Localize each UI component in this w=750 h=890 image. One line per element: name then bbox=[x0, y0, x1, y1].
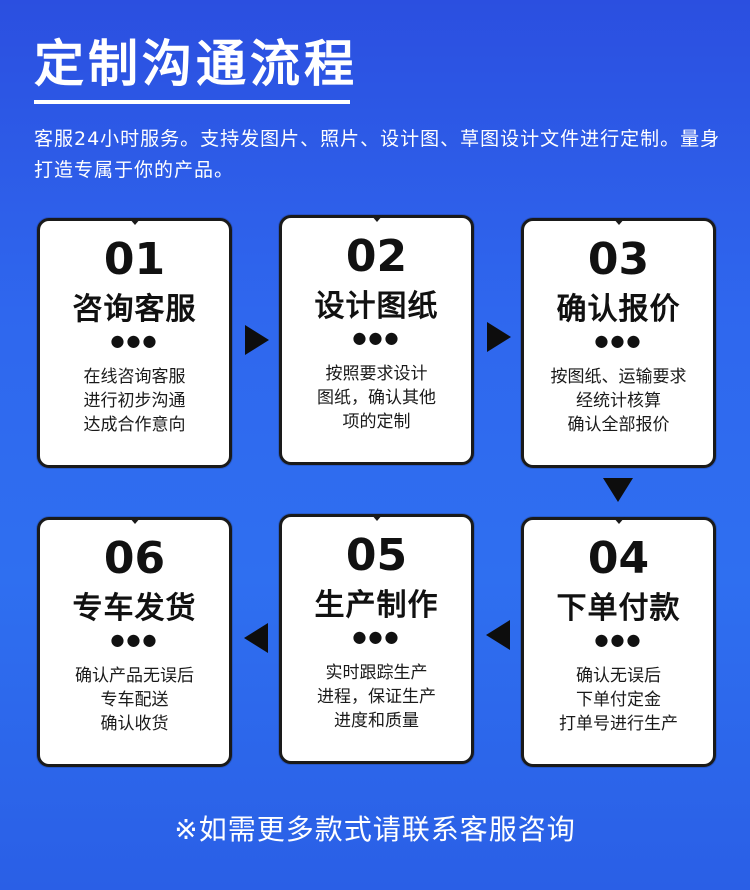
step-card-03: 03 确认报价 ●●● 按图纸、运输要求 经统计核算 确认全部报价 bbox=[521, 218, 716, 468]
notch-icon bbox=[612, 517, 625, 524]
arrow-left-icon bbox=[244, 623, 268, 653]
dots-icon: ●●● bbox=[594, 331, 643, 350]
step-number: 06 bbox=[103, 533, 166, 584]
step-title: 确认报价 bbox=[556, 292, 681, 327]
step-number: 05 bbox=[345, 530, 408, 581]
step-title: 下单付款 bbox=[556, 591, 681, 626]
arrow-right-icon bbox=[487, 322, 511, 352]
step-description: 在线咨询客服 进行初步沟通 达成合作意向 bbox=[83, 367, 186, 435]
dots-icon: ●●● bbox=[594, 630, 643, 649]
step-number: 02 bbox=[345, 231, 408, 282]
step-description: 确认无误后 下单付定金 打单号进行生产 bbox=[559, 666, 678, 734]
step-title: 设计图纸 bbox=[314, 289, 439, 324]
intro-text: 客服24小时服务。支持发图片、照片、设计图、草图设计文件进行定制。量身打造专属于… bbox=[34, 128, 721, 181]
step-description: 确认产品无误后 专车配送 确认收货 bbox=[75, 666, 194, 734]
step-card-06: 06 专车发货 ●●● 确认产品无误后 专车配送 确认收货 bbox=[37, 517, 232, 767]
notch-icon bbox=[370, 514, 383, 521]
dots-icon: ●●● bbox=[352, 328, 401, 347]
dots-icon: ●●● bbox=[110, 331, 159, 350]
dots-icon: ●●● bbox=[110, 630, 159, 649]
notch-icon bbox=[370, 215, 383, 222]
step-description: 按照要求设计 图纸，确认其他 项的定制 bbox=[317, 364, 436, 432]
arrow-right-icon bbox=[245, 325, 269, 355]
step-description: 实时跟踪生产 进程，保证生产 进度和质量 bbox=[317, 663, 436, 731]
dots-icon: ●●● bbox=[352, 627, 401, 646]
step-number: 01 bbox=[103, 234, 166, 285]
page-title: 定制沟通流程 bbox=[34, 35, 358, 93]
notch-icon bbox=[128, 517, 141, 524]
step-title: 生产制作 bbox=[314, 588, 439, 623]
step-card-04: 04 下单付款 ●●● 确认无误后 下单付定金 打单号进行生产 bbox=[521, 517, 716, 767]
footer-note: ※如需更多款式请联系客服咨询 bbox=[174, 813, 576, 846]
step-card-02: 02 设计图纸 ●●● 按照要求设计 图纸，确认其他 项的定制 bbox=[279, 215, 474, 465]
notch-icon bbox=[128, 218, 141, 225]
step-description: 按图纸、运输要求 经统计核算 确认全部报价 bbox=[550, 367, 687, 435]
notch-icon bbox=[612, 218, 625, 225]
step-title: 咨询客服 bbox=[72, 292, 197, 327]
arrow-left-icon bbox=[486, 620, 510, 650]
step-number: 03 bbox=[587, 234, 650, 285]
step-number: 04 bbox=[587, 533, 650, 584]
step-title: 专车发货 bbox=[72, 591, 197, 626]
step-card-05: 05 生产制作 ●●● 实时跟踪生产 进程，保证生产 进度和质量 bbox=[279, 514, 474, 764]
arrow-down-icon bbox=[603, 478, 633, 502]
step-card-01: 01 咨询客服 ●●● 在线咨询客服 进行初步沟通 达成合作意向 bbox=[37, 218, 232, 468]
title-underline bbox=[34, 100, 350, 104]
